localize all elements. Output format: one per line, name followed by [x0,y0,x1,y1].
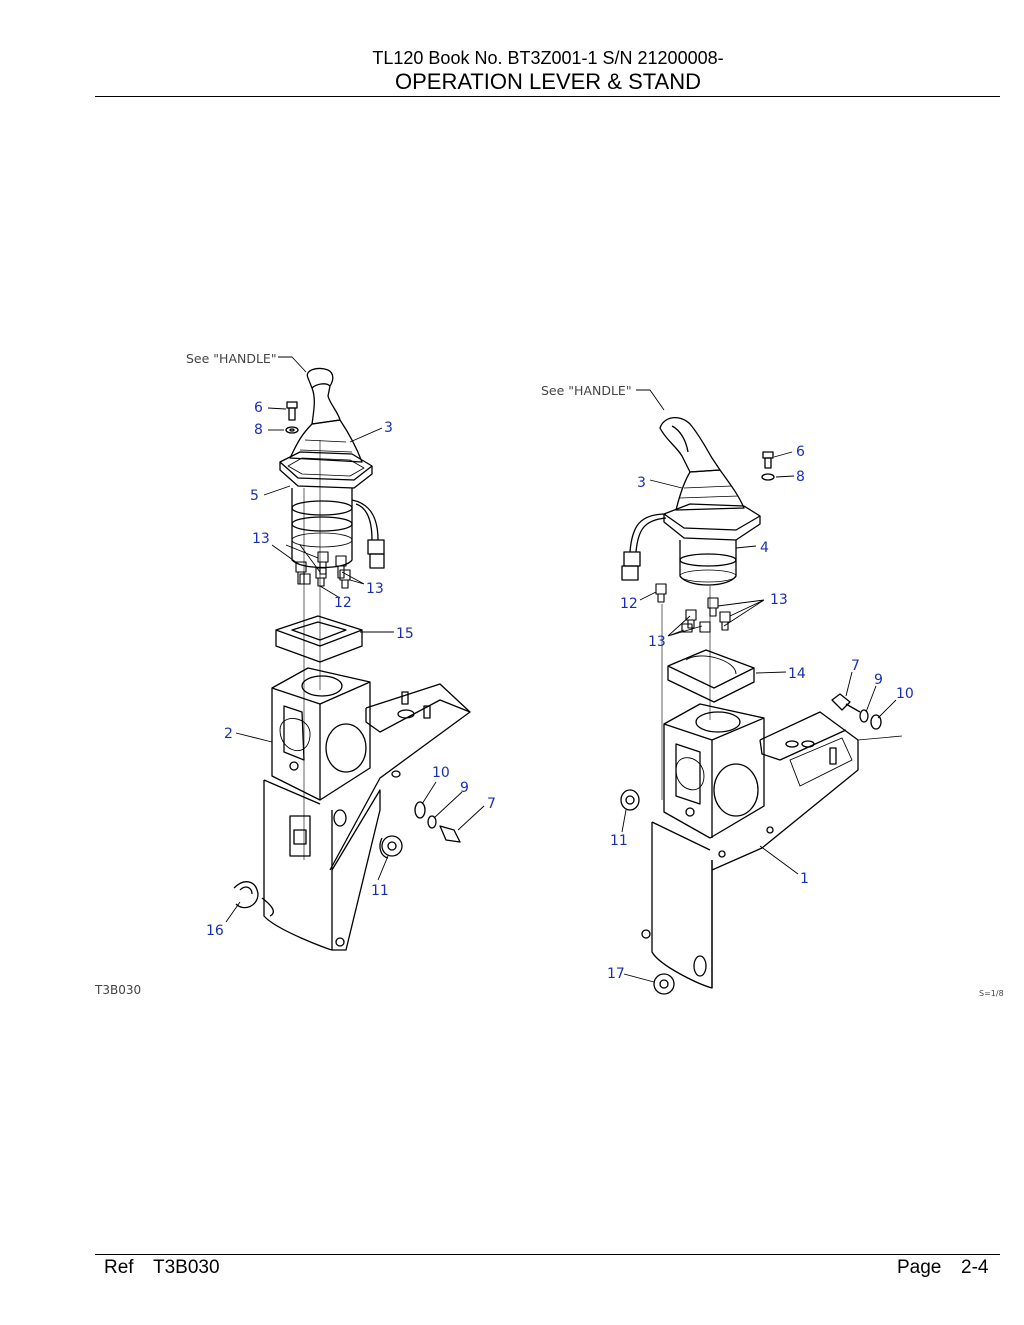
left-assembly [233,367,471,951]
callout-l-7: 7 [487,796,496,812]
right-assembly [620,417,903,995]
callout-l-13a: 13 [252,531,270,547]
page-number: 2-4 [961,1257,989,1278]
ref-label: Ref [104,1257,134,1278]
callout-r-3: 3 [637,475,646,491]
callout-l-6: 6 [254,400,263,416]
callout-r-8: 8 [796,469,805,485]
callout-r-10: 10 [896,686,914,702]
callout-l-3: 3 [384,420,393,436]
ref-code: T3B030 [153,1257,220,1278]
figure-code: T3B030 [94,983,141,997]
callout-l-9: 9 [460,780,469,796]
callout-r-1: 1 [800,871,809,887]
callout-r-4: 4 [760,540,769,556]
callout-l-15: 15 [396,626,414,642]
see-handle-right: See "HANDLE" [541,383,632,398]
callout-l-8: 8 [254,422,263,438]
page-title: OPERATION LEVER & STAND [394,69,702,94]
callout-l-10: 10 [432,765,450,781]
page-label: Page [897,1257,942,1278]
leader-lines [225,356,897,983]
callout-r-6: 6 [796,444,805,460]
callout-l-2: 2 [224,726,233,742]
book-info: TL120 Book No. BT3Z001-1 S/N 21200008- [372,48,724,68]
footer-rule [95,1254,1000,1255]
scale-label: S=1/8 [979,989,1004,998]
callout-r-14: 14 [788,666,806,682]
callout-l-11: 11 [371,883,389,899]
callout-l-13b: 13 [366,581,384,597]
callout-l-12: 12 [334,595,352,611]
see-handle-left: See "HANDLE" [186,351,277,366]
callout-r-11: 11 [610,833,628,849]
callout-r-13b: 13 [648,634,666,650]
callout-l-5: 5 [250,488,259,504]
callout-r-17: 17 [607,966,625,982]
callout-r-12: 12 [620,596,638,612]
callout-r-13a: 13 [770,592,788,608]
header-rule [95,96,1000,97]
callout-r-9: 9 [874,672,883,688]
callout-l-16: 16 [206,923,224,939]
callout-r-7: 7 [851,658,860,674]
